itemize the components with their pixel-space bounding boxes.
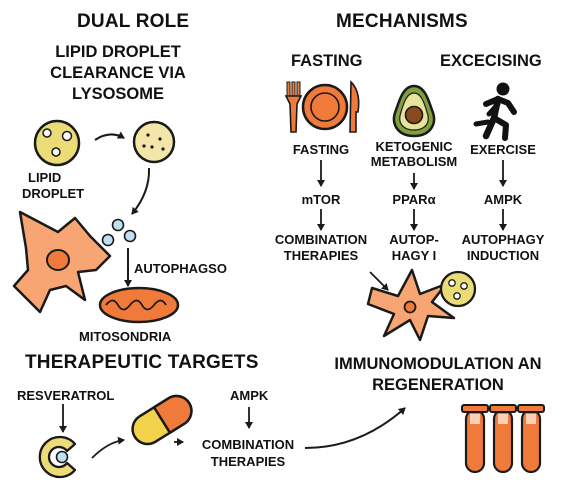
arrow-combination-to-immunomodulation: [304, 407, 406, 449]
plate-icon: [301, 83, 349, 131]
lipid-droplet-label-2: DROPLET: [22, 186, 85, 201]
autophagy-induction-label-2: INDUCTION: [466, 248, 540, 263]
therapeutic-combination-2: THERAPIES: [210, 454, 286, 469]
title-dual-role: DUAL ROLE: [77, 11, 190, 32]
therapeutic-ampk-label: AMPK: [230, 388, 269, 403]
resveratrol-label: RESVERATROL: [17, 388, 115, 403]
ketogenic-label: KETOGENIC: [375, 139, 453, 154]
lipid-title-line2: CLEARANCE VIA: [50, 64, 186, 82]
mtor-label: mTOR: [301, 192, 341, 207]
fasting-label: FASTING: [292, 142, 350, 157]
lipid-title-line3: LYSOSOME: [72, 85, 164, 103]
test-tubes-icon: [461, 404, 545, 474]
runner-icon: [473, 82, 517, 141]
arrow-lysosome-to-cell: [131, 167, 151, 215]
title-immunomodulation-1: IMMUNOMODULATION AN: [334, 355, 542, 373]
ampk-label: AMPK: [483, 192, 523, 207]
lysosome-icon: [132, 120, 176, 164]
mitochondria-icon: [98, 286, 180, 324]
ppar-label: PPARα: [392, 192, 436, 207]
title-immunomodulation-2: REGENERATION: [372, 376, 504, 394]
combination-label-2: THERAPIES: [283, 248, 359, 263]
arrow-to-pill: [91, 436, 125, 459]
lipid-droplet-small-icon: [439, 270, 477, 308]
autophagy-i-label-1: AUTOP-: [389, 232, 439, 247]
lipid-title-line1: LIPID DROPLET: [55, 43, 181, 61]
pill-icon: [131, 394, 193, 446]
fork-icon: [284, 81, 303, 133]
fasting-header: FASTING: [291, 52, 363, 70]
title-therapeutic-targets: THERAPEUTIC TARGETS: [25, 352, 259, 373]
exercising-header: EXCECISING: [440, 52, 542, 70]
avocado-icon: [392, 84, 436, 138]
lipid-droplet-icon: [33, 119, 81, 167]
neuron-icon: [366, 268, 456, 342]
c-shape-icon: [38, 435, 77, 479]
cell-icon: [12, 210, 112, 314]
knife-icon: [349, 80, 360, 133]
metabolism-label: METABOLISM: [370, 154, 458, 169]
arrow-droplet-to-lysosome: [94, 131, 125, 141]
arrow-to-neuron: [369, 271, 389, 291]
title-mechanisms: MECHANISMS: [336, 11, 468, 32]
autophagy-i-label-2: HAGY I: [391, 248, 437, 263]
therapeutic-combination-1: COMBINATION: [201, 437, 295, 452]
autophago-label: AUTOPHAGSO: [134, 261, 227, 276]
exercise-label: EXERCISE: [470, 142, 536, 157]
combination-label-1: COMBINATION: [274, 232, 368, 247]
mitochondria-label: MITOSONDRIA: [79, 329, 172, 344]
lipid-droplet-label-1: LIPID: [28, 170, 62, 185]
autophagy-induction-label-1: AUTOPHAGY: [461, 232, 545, 247]
vesicles-icon: [101, 218, 137, 247]
